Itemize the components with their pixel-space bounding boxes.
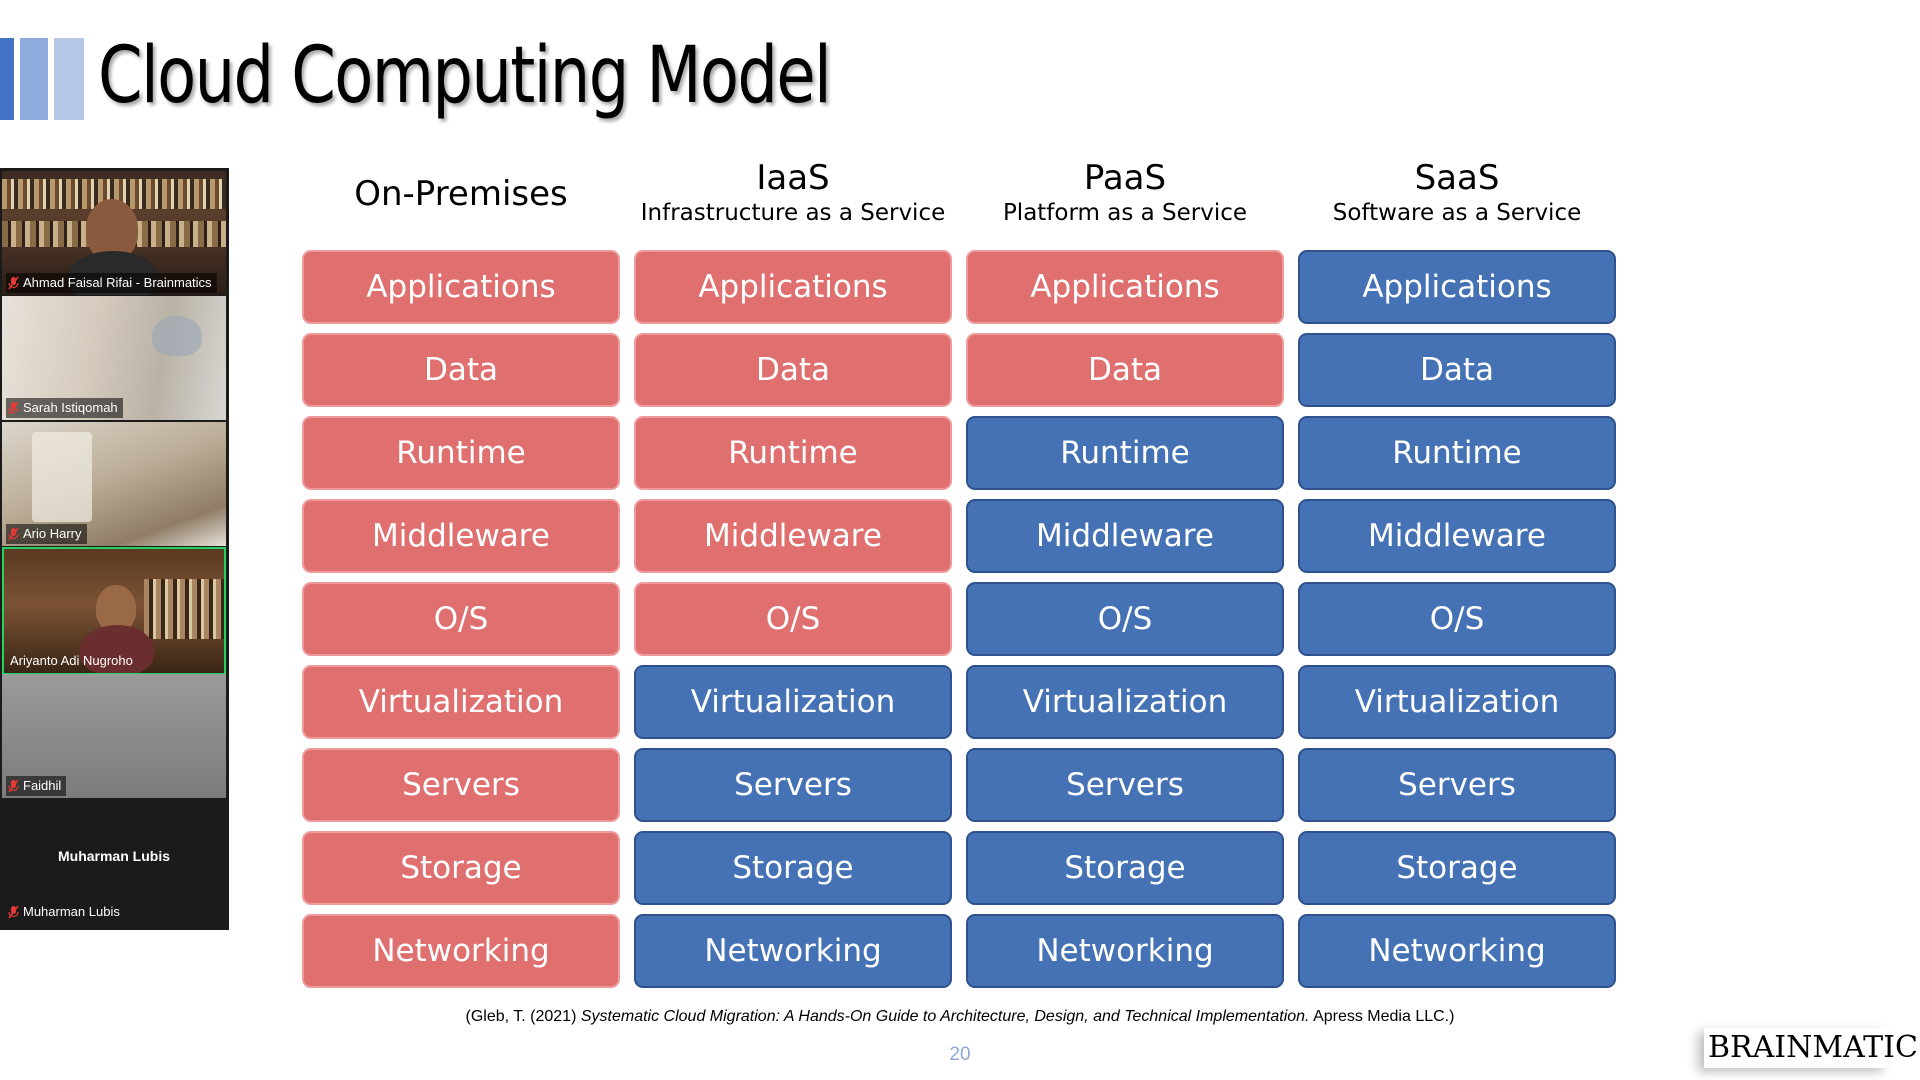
layer-cell-applications: Applications bbox=[1298, 250, 1616, 324]
slide-title: Cloud Computing Model bbox=[98, 31, 832, 121]
layer-cell-os: O/S bbox=[1298, 582, 1616, 656]
layer-cell-virtualization: Virtualization bbox=[302, 665, 620, 739]
muted-mic-icon bbox=[8, 401, 19, 415]
layer-cell-runtime: Runtime bbox=[302, 416, 620, 490]
brainmatics-logo: BRAINMATICS bbox=[1704, 1028, 1920, 1068]
column-heading-label: SaaS bbox=[1414, 158, 1500, 198]
participant-video bbox=[32, 432, 92, 522]
title-accent-bar-1 bbox=[0, 38, 14, 120]
column-subtitle: Software as a Service bbox=[1332, 200, 1582, 226]
participant-video bbox=[86, 199, 138, 259]
muted-mic-icon bbox=[8, 527, 19, 541]
participant-video bbox=[96, 585, 136, 631]
layer-cell-middleware: Middleware bbox=[966, 499, 1284, 573]
participant-name-tag: Faidhil bbox=[6, 776, 67, 796]
citation-title: Systematic Cloud Migration: A Hands-On G… bbox=[580, 1008, 1310, 1025]
title-accent-bar-3 bbox=[54, 38, 84, 120]
layer-cell-networking: Networking bbox=[634, 914, 952, 988]
column-heading-iaas: IaaS Infrastructure as a Service bbox=[634, 158, 952, 228]
citation: (Gleb, T. (2021) Systematic Cloud Migrat… bbox=[300, 1008, 1620, 1026]
participant-tile[interactable]: Sarah Istiqomah bbox=[2, 296, 226, 420]
layer-cell-data: Data bbox=[966, 333, 1284, 407]
layer-cell-data: Data bbox=[302, 333, 620, 407]
layer-cell-middleware: Middleware bbox=[302, 499, 620, 573]
layer-cell-storage: Storage bbox=[1298, 831, 1616, 905]
participant-name-tag: Ario Harry bbox=[6, 524, 87, 544]
participant-tile[interactable]: Faidhil bbox=[2, 674, 226, 798]
column-heading-saas: SaaS Software as a Service bbox=[1298, 158, 1616, 228]
column-subtitle: Platform as a Service bbox=[1002, 200, 1248, 226]
page-number: 20 bbox=[949, 1044, 971, 1065]
layer-cell-networking: Networking bbox=[966, 914, 1284, 988]
layer-cell-runtime: Runtime bbox=[966, 416, 1284, 490]
layer-cell-data: Data bbox=[634, 333, 952, 407]
layer-cell-networking: Networking bbox=[302, 914, 620, 988]
column-heading-label: On-Premises bbox=[354, 174, 568, 214]
participant-name-tag: Ariyanto Adi Nugroho bbox=[10, 653, 133, 668]
layer-cell-networking: Networking bbox=[1298, 914, 1616, 988]
participant-name-tag: Ahmad Faisal Rifai - Brainmatics bbox=[6, 273, 217, 293]
participant-display-name: Muharman Lubis bbox=[57, 848, 170, 864]
layer-cell-middleware: Middleware bbox=[1298, 499, 1616, 573]
layer-cell-virtualization: Virtualization bbox=[1298, 665, 1616, 739]
participant-video bbox=[80, 625, 154, 673]
layer-cell-servers: Servers bbox=[966, 748, 1284, 822]
muted-mic-icon bbox=[8, 905, 19, 919]
layer-cell-storage: Storage bbox=[966, 831, 1284, 905]
layer-cell-middleware: Middleware bbox=[634, 499, 952, 573]
muted-mic-icon bbox=[8, 276, 19, 290]
layer-cell-storage: Storage bbox=[302, 831, 620, 905]
layer-cell-os: O/S bbox=[302, 582, 620, 656]
layer-cell-runtime: Runtime bbox=[634, 416, 952, 490]
layer-cell-virtualization: Virtualization bbox=[634, 665, 952, 739]
layer-cell-data: Data bbox=[1298, 333, 1616, 407]
citation-text: Apress Media LLC.) bbox=[1309, 1008, 1455, 1025]
participant-name-tag: Muharman Lubis bbox=[6, 902, 125, 922]
layer-cell-virtualization: Virtualization bbox=[966, 665, 1284, 739]
column-subtitle: Infrastructure as a Service bbox=[640, 200, 946, 226]
layer-cell-storage: Storage bbox=[634, 831, 952, 905]
column-heading-label: IaaS bbox=[756, 158, 830, 198]
participant-tile[interactable]: Ario Harry bbox=[2, 422, 226, 546]
participant-video bbox=[152, 316, 202, 356]
column-heading-paas: PaaS Platform as a Service bbox=[966, 158, 1284, 228]
participant-name-tag: Sarah Istiqomah bbox=[6, 398, 123, 418]
citation-text: (Gleb, T. (2021) bbox=[465, 1008, 581, 1025]
layer-cell-applications: Applications bbox=[302, 250, 620, 324]
participant-tile-active-speaker[interactable]: Ariyanto Adi Nugroho bbox=[2, 547, 226, 675]
participant-tile[interactable]: Muharman Lubis Muharman Lubis bbox=[2, 800, 226, 924]
layer-cell-os: O/S bbox=[634, 582, 952, 656]
layer-cell-servers: Servers bbox=[1298, 748, 1616, 822]
layer-cell-runtime: Runtime bbox=[1298, 416, 1616, 490]
participant-tile[interactable]: Ahmad Faisal Rifai - Brainmatics bbox=[2, 171, 226, 295]
title-accent-bar-2 bbox=[20, 38, 48, 120]
muted-mic-icon bbox=[8, 779, 19, 793]
layer-cell-servers: Servers bbox=[302, 748, 620, 822]
layer-cell-os: O/S bbox=[966, 582, 1284, 656]
bookshelf-background bbox=[144, 579, 224, 639]
column-heading-on-premises: On-Premises bbox=[302, 174, 620, 214]
column-heading-label: PaaS bbox=[1083, 158, 1167, 198]
layer-cell-servers: Servers bbox=[634, 748, 952, 822]
participant-panel[interactable]: Ahmad Faisal Rifai - Brainmatics Sarah I… bbox=[0, 168, 229, 930]
layer-cell-applications: Applications bbox=[966, 250, 1284, 324]
layer-cell-applications: Applications bbox=[634, 250, 952, 324]
